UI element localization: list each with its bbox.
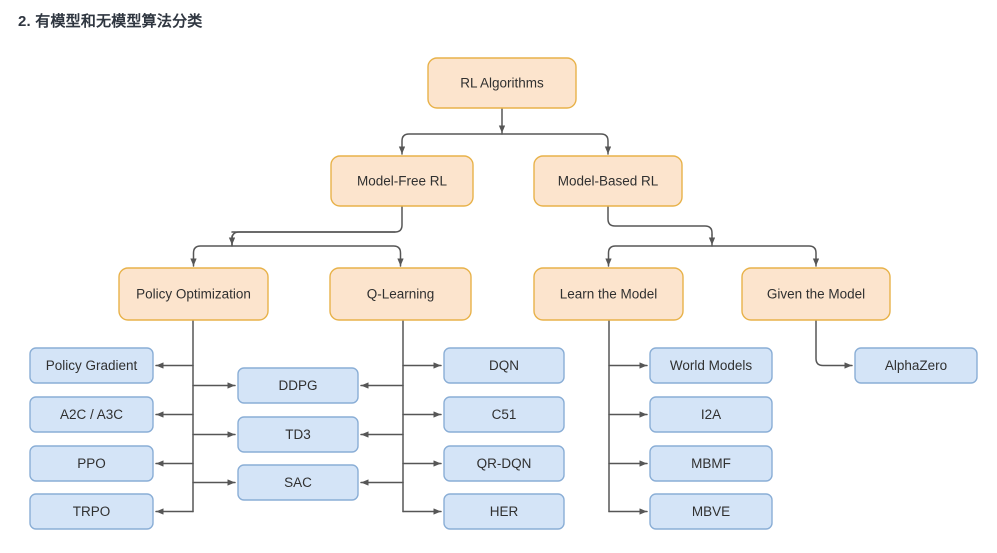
node-i2a-box[interactable] <box>649 396 773 433</box>
node-rl-label: RL Algorithms <box>460 76 544 91</box>
node-i2a[interactable]: I2A <box>649 396 773 433</box>
node-wm[interactable]: World Models <box>649 347 773 384</box>
node-qrdqn-box[interactable] <box>443 445 565 482</box>
node-mbmf-label: MBMF <box>691 456 731 471</box>
node-a2c[interactable]: A2C / A3C <box>29 396 154 433</box>
node-i2a-label: I2A <box>701 407 721 422</box>
node-givenmod[interactable]: Given the Model <box>741 267 891 321</box>
node-her-label: HER <box>490 504 519 519</box>
edge-mfree-stem <box>231 205 403 233</box>
node-wm-label: World Models <box>670 358 753 373</box>
node-mbmf[interactable]: MBMF <box>649 445 773 482</box>
node-wm-box[interactable] <box>649 347 773 384</box>
node-sac-label: SAC <box>284 475 312 490</box>
node-mbased[interactable]: Model-Based RL <box>533 155 683 207</box>
node-mbve-label: MBVE <box>692 504 730 519</box>
node-her[interactable]: HER <box>443 493 565 530</box>
node-ddpg-box[interactable] <box>237 367 359 404</box>
node-td3-box[interactable] <box>237 416 359 453</box>
edge-mfree-drop <box>231 231 396 246</box>
node-pg-label: Policy Gradient <box>46 358 138 373</box>
node-mfree-box[interactable] <box>330 155 474 207</box>
node-learnmod-label: Learn the Model <box>560 287 658 302</box>
edge-mfree-to-policyopt <box>190 245 233 267</box>
node-ppo-label: PPO <box>77 456 106 471</box>
edge-layer <box>155 107 853 515</box>
page-title: 2. 有模型和无模型算法分类 <box>18 13 203 30</box>
node-rl[interactable]: RL Algorithms <box>427 57 577 109</box>
node-mfree[interactable]: Model-Free RL <box>330 155 474 207</box>
node-policyopt-box[interactable] <box>118 267 269 321</box>
node-alphazero[interactable]: AlphaZero <box>854 347 978 384</box>
node-mbased-box[interactable] <box>533 155 683 207</box>
node-qlearn-label: Q-Learning <box>367 287 435 302</box>
edge-mbased-to-learnmod <box>605 245 713 267</box>
node-qlearn-box[interactable] <box>329 267 472 321</box>
node-c51[interactable]: C51 <box>443 396 565 433</box>
node-mbve-box[interactable] <box>649 493 773 530</box>
node-alphazero-label: AlphaZero <box>885 358 947 373</box>
node-mbve[interactable]: MBVE <box>649 493 773 530</box>
node-learnmod-box[interactable] <box>533 267 684 321</box>
node-ppo[interactable]: PPO <box>29 445 154 482</box>
edge-givenmod-to-alphazero <box>815 319 853 369</box>
node-alphazero-box[interactable] <box>854 347 978 384</box>
edge-mfree-to-qlearn <box>231 245 404 267</box>
node-qrdqn[interactable]: QR-DQN <box>443 445 565 482</box>
node-pg-box[interactable] <box>29 347 154 384</box>
node-dqn-box[interactable] <box>443 347 565 384</box>
node-c51-label: C51 <box>492 407 517 422</box>
node-givenmod-label: Given the Model <box>767 287 865 302</box>
node-pg[interactable]: Policy Gradient <box>29 347 154 384</box>
node-a2c-box[interactable] <box>29 396 154 433</box>
edge-mbased-to-givenmod <box>711 245 820 267</box>
node-policyopt-label: Policy Optimization <box>136 287 251 302</box>
node-policyopt[interactable]: Policy Optimization <box>118 267 269 321</box>
node-dqn[interactable]: DQN <box>443 347 565 384</box>
node-her-box[interactable] <box>443 493 565 530</box>
node-learnmod[interactable]: Learn the Model <box>533 267 684 321</box>
node-trpo-label: TRPO <box>73 504 111 519</box>
node-c51-box[interactable] <box>443 396 565 433</box>
node-mfree-label: Model-Free RL <box>357 174 448 189</box>
node-sac[interactable]: SAC <box>237 464 359 501</box>
node-sac-box[interactable] <box>237 464 359 501</box>
node-trpo-box[interactable] <box>29 493 154 530</box>
edge-mbased-stem <box>607 205 713 236</box>
node-a2c-label: A2C / A3C <box>60 407 123 422</box>
node-dqn-label: DQN <box>489 358 519 373</box>
node-ddpg-label: DDPG <box>278 378 317 393</box>
edge-rl-to-mbased <box>501 133 612 155</box>
node-td3[interactable]: TD3 <box>237 416 359 453</box>
edge-rl-to-mfree <box>398 133 503 155</box>
node-rl-box[interactable] <box>427 57 577 109</box>
node-mbased-label: Model-Based RL <box>558 174 659 189</box>
node-ppo-box[interactable] <box>29 445 154 482</box>
node-ddpg[interactable]: DDPG <box>237 367 359 404</box>
node-qrdqn-label: QR-DQN <box>477 456 532 471</box>
node-trpo[interactable]: TRPO <box>29 493 154 530</box>
node-mbmf-box[interactable] <box>649 445 773 482</box>
node-givenmod-box[interactable] <box>741 267 891 321</box>
node-qlearn[interactable]: Q-Learning <box>329 267 472 321</box>
node-td3-label: TD3 <box>285 427 311 442</box>
